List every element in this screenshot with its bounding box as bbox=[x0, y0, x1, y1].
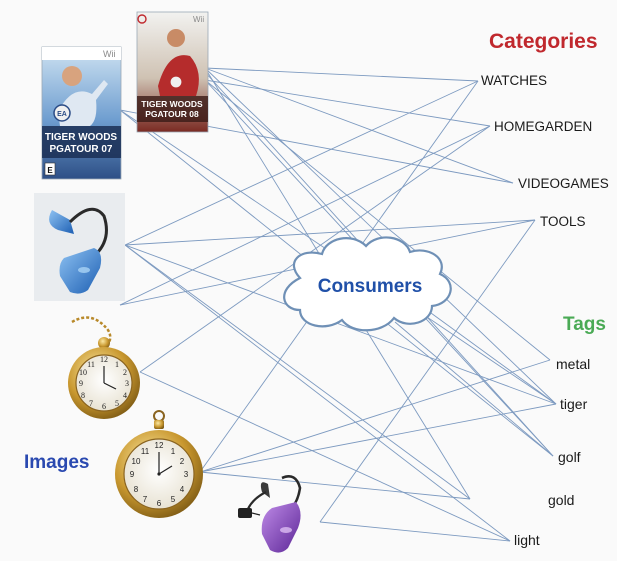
connector-line bbox=[204, 67, 514, 184]
connector-line bbox=[204, 79, 551, 361]
svg-text:EA: EA bbox=[57, 111, 67, 118]
tag-label-tiger: tiger bbox=[560, 396, 588, 412]
svg-text:11: 11 bbox=[141, 447, 150, 456]
connector-line bbox=[204, 67, 557, 405]
tag-label-light: light bbox=[514, 532, 540, 548]
svg-text:11: 11 bbox=[87, 360, 95, 369]
svg-text:6: 6 bbox=[157, 499, 162, 508]
connector-line bbox=[139, 371, 511, 542]
svg-text:12: 12 bbox=[100, 355, 108, 364]
svg-text:12: 12 bbox=[155, 441, 164, 450]
categories-heading: Categories bbox=[489, 30, 598, 53]
category-label-homegarden: HOMEGARDEN bbox=[494, 119, 592, 134]
connector-line bbox=[124, 219, 536, 246]
category-label-tools: TOOLS bbox=[540, 214, 586, 229]
svg-text:TIGER WOODS: TIGER WOODS bbox=[45, 132, 118, 143]
connector-line bbox=[124, 244, 557, 405]
connector-line bbox=[419, 304, 557, 405]
svg-text:2: 2 bbox=[180, 457, 185, 466]
svg-text:Wii: Wii bbox=[193, 15, 204, 24]
svg-text:1: 1 bbox=[171, 447, 176, 456]
tiger-woods-07-game-box-image: Wii EA TIGER WOODS PGATOUR 07 E bbox=[41, 46, 122, 180]
svg-text:8: 8 bbox=[81, 391, 85, 400]
svg-text:5: 5 bbox=[171, 495, 176, 504]
connector-line bbox=[319, 521, 511, 542]
images-heading: Images bbox=[24, 452, 89, 473]
consumers-label: Consumers bbox=[318, 276, 423, 297]
svg-text:4: 4 bbox=[180, 485, 185, 494]
svg-text:Wii: Wii bbox=[103, 49, 116, 59]
tag-label-gold: gold bbox=[548, 492, 574, 508]
svg-text:9: 9 bbox=[79, 379, 83, 388]
svg-text:E: E bbox=[47, 166, 53, 175]
connector-lines bbox=[119, 67, 557, 542]
svg-text:3: 3 bbox=[184, 470, 189, 479]
category-label-watches: WATCHES bbox=[481, 73, 547, 88]
connector-line bbox=[204, 67, 479, 82]
svg-text:2: 2 bbox=[123, 368, 127, 377]
svg-text:5: 5 bbox=[115, 399, 119, 408]
connector-line bbox=[124, 244, 511, 542]
svg-text:4: 4 bbox=[123, 391, 127, 400]
svg-text:9: 9 bbox=[130, 470, 135, 479]
svg-text:10: 10 bbox=[79, 368, 87, 377]
connector-line bbox=[199, 471, 471, 500]
svg-text:7: 7 bbox=[143, 495, 148, 504]
svg-text:PGATOUR 07: PGATOUR 07 bbox=[50, 144, 113, 155]
svg-text:10: 10 bbox=[132, 457, 141, 466]
tag-label-golf: golf bbox=[558, 449, 581, 465]
svg-text:6: 6 bbox=[102, 402, 106, 411]
connector-line bbox=[319, 219, 536, 523]
consumers-cloud: Consumers bbox=[283, 236, 452, 332]
connector-line bbox=[199, 359, 551, 473]
connector-line bbox=[394, 321, 554, 457]
connector-line bbox=[204, 79, 491, 127]
connector-line bbox=[124, 244, 471, 500]
connector-line bbox=[119, 125, 491, 306]
tags-heading: Tags bbox=[563, 314, 606, 335]
category-label-videogames: VIDEOGAMES bbox=[518, 176, 609, 191]
connector-line bbox=[124, 80, 479, 246]
svg-text:7: 7 bbox=[89, 399, 93, 408]
connector-line bbox=[199, 403, 557, 473]
svg-text:TIGER WOODS: TIGER WOODS bbox=[141, 99, 203, 109]
blue-book-light-image bbox=[34, 193, 125, 301]
svg-text:3: 3 bbox=[125, 379, 129, 388]
svg-text:1: 1 bbox=[115, 360, 119, 369]
connector-line bbox=[139, 125, 491, 373]
tiger-woods-08-game-box-image: Wii TIGER WOODS PGATOUR 08 bbox=[136, 11, 209, 133]
purple-book-light-image bbox=[238, 475, 302, 553]
svg-text:8: 8 bbox=[134, 485, 139, 494]
tag-label-metal: metal bbox=[556, 356, 590, 372]
svg-text:PGATOUR 08: PGATOUR 08 bbox=[145, 109, 199, 119]
